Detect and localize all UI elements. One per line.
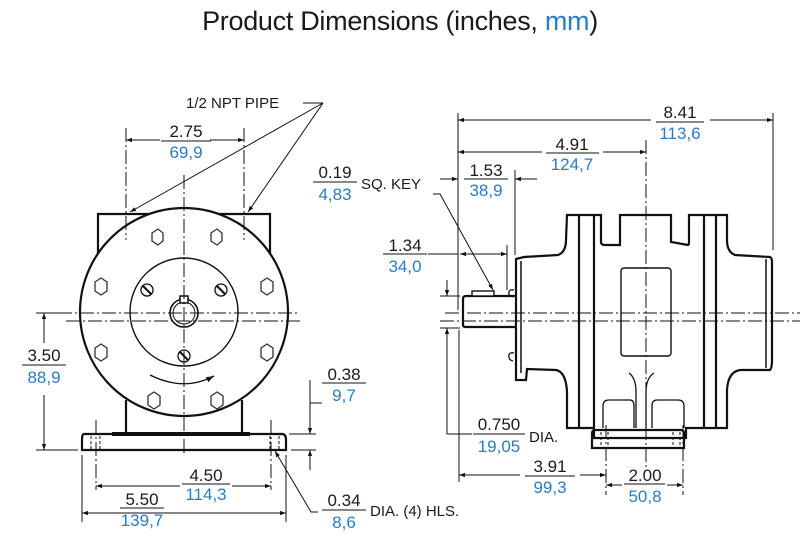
dim-shaft-to-hole-mm: 99,3 (533, 478, 566, 497)
side-shaft (461, 294, 516, 329)
dim-base-thickness-in: 0.38 (327, 365, 360, 384)
dim-hole-spacing-in: 4.50 (189, 466, 222, 485)
title-unit: mm (544, 6, 590, 36)
dim-base-width-mm: 139,7 (121, 511, 164, 530)
front-base-plate (80, 432, 288, 452)
dim-hole-dia-note: DIA. (4) HLS. (370, 503, 459, 520)
dim-pipe-spacing-in: 2.75 (169, 122, 202, 141)
hex-bolt-icon (260, 277, 274, 296)
dim-overall-length-mm: 113,6 (659, 124, 700, 143)
dim-key-length-in: 1.34 (388, 236, 421, 255)
hex-bolt-icon (147, 391, 161, 410)
side-view: 8.41 113,6 4.91 124,7 1.53 38,9 0.19 4,8… (313, 103, 800, 506)
dim-hole-dia-mm: 8,6 (332, 513, 356, 532)
key-leader (433, 193, 494, 291)
hex-bolt-icon (210, 228, 223, 246)
dim-to-center-mm: 124,7 (551, 155, 594, 174)
dim-side-hole-spacing-mm: 50,8 (628, 487, 661, 506)
dim-shaft-dia-note: DIA. (529, 429, 558, 446)
pipe-label: 1/2 NPT PIPE (186, 95, 279, 112)
side-base-foot (590, 428, 686, 450)
dim-shaft-extension-mm: 38,9 (469, 181, 502, 200)
dim-hole-spacing-mm: 114,3 (185, 485, 226, 504)
dim-shaft-height-in: 3.50 (27, 346, 60, 365)
hex-bolt-icon (94, 277, 108, 296)
dim-base-width-in: 5.50 (125, 490, 158, 509)
dim-key-length-mm: 34,0 (388, 257, 421, 276)
hole-dia-leader (274, 450, 318, 513)
front-view: 2.75 69,9 1/2 NPT PIPE 3.50 88,9 0.38 9,… (22, 95, 459, 532)
title-text: Product Dimensions (inches, (202, 6, 545, 36)
hex-bolt-icon (94, 343, 108, 362)
dim-shaft-to-hole-in: 3.91 (533, 457, 566, 476)
dim-key-mm: 4,83 (318, 185, 351, 204)
dim-key-note: SQ. KEY (361, 176, 421, 193)
screw-icon (214, 283, 228, 297)
hex-bolt-icon (210, 391, 224, 410)
hex-bolt-icon (260, 343, 274, 362)
dim-shaft-dia-in: 0.750 (478, 415, 521, 434)
dim-shaft-height-mm: 88,9 (27, 368, 60, 387)
front-pedestal (124, 400, 244, 432)
pipe-leader-left (129, 102, 324, 213)
dim-overall-length-in: 8.41 (663, 103, 696, 122)
screw-icon (140, 283, 154, 297)
dim-base-thickness-mm: 9,7 (332, 386, 356, 405)
front-base-holes (90, 436, 280, 450)
dim-shaft-extension-in: 1.53 (469, 161, 502, 180)
title-close: ) (589, 6, 598, 36)
rotation-arrow-icon (149, 374, 215, 385)
dim-shaft-dia-mm: 19,05 (478, 437, 521, 456)
side-body-outline (514, 213, 774, 440)
front-hex-bolts (94, 228, 274, 410)
hex-bolt-icon (151, 228, 164, 246)
front-base-weld (112, 432, 250, 436)
page-title: Product Dimensions (inches, mm) (0, 6, 800, 37)
dim-side-hole-spacing-in: 2.00 (628, 466, 661, 485)
dim-hole-dia-in: 0.34 (327, 491, 360, 510)
dim-key-in: 0.19 (318, 163, 351, 182)
dim-pipe-spacing-mm: 69,9 (169, 143, 202, 162)
pipe-leader-right (247, 102, 324, 213)
dim-to-center-in: 4.91 (555, 135, 588, 154)
side-key (471, 290, 495, 297)
